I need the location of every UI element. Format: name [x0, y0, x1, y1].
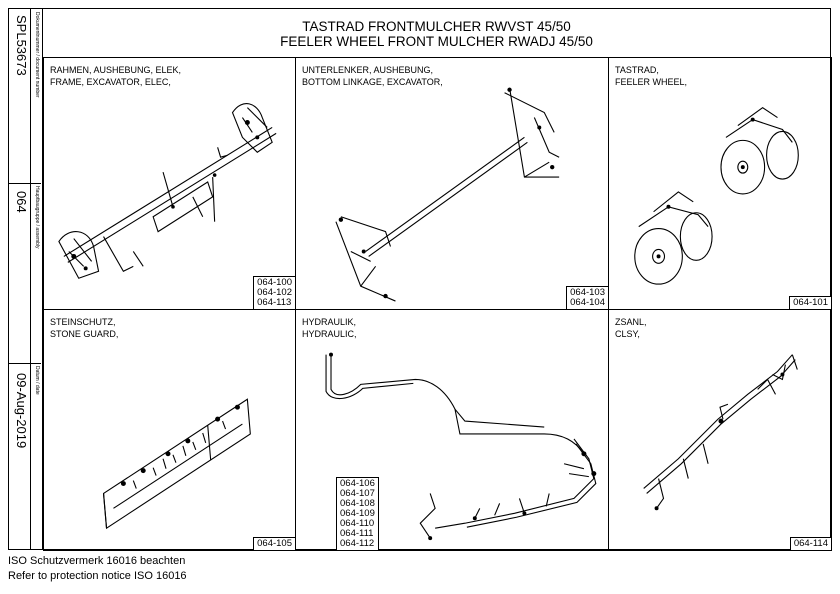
assembly-number: 064 — [14, 191, 29, 213]
cell-title-de: HYDRAULIK, — [302, 317, 357, 327]
part-number-box: 064-105 — [253, 537, 295, 550]
part-number-box: 064-100 064-102 064-113 — [253, 276, 295, 309]
part-number-box: 064-101 — [789, 296, 831, 309]
part-number[interactable]: 064-103 — [570, 287, 605, 298]
cell-title-en: BOTTOM LINKAGE, EXCAVATOR, — [302, 77, 443, 87]
date-value: 09-Aug-2019 — [14, 373, 29, 449]
date-section: Datum / date 09-Aug-2019 — [9, 363, 41, 549]
cell-stone-guard[interactable]: STEINSCHUTZ, STONE GUARD, 064-105 — [43, 309, 296, 551]
protection-notice-de: ISO Schutzvermerk 16016 beachten — [8, 555, 186, 567]
hydraulic-lines-drawing-icon — [325, 352, 597, 541]
cell-title-en: FRAME, EXCAVATOR, ELEC, — [50, 77, 171, 87]
main-drawing-area: TASTRAD FRONTMULCHER RWVST 45/50 FEELER … — [43, 9, 832, 551]
frame-excavator-drawing-icon — [58, 103, 277, 279]
assembly-section: Hauptbaugruppe / assembly 064 — [9, 183, 41, 363]
part-number[interactable]: 064-105 — [257, 538, 292, 549]
cell-frame[interactable]: RAHMEN, AUSHEBUNG, ELEK, FRAME, EXCAVATO… — [43, 57, 296, 310]
part-number[interactable]: 064-114 — [793, 538, 828, 549]
part-number[interactable]: 064-104 — [570, 297, 605, 308]
cell-bottom-linkage[interactable]: UNTERLENKER, AUSHEBUNG, BOTTOM LINKAGE, … — [295, 57, 609, 310]
part-number-box: 064-114 — [789, 537, 831, 550]
part-number[interactable]: 064-107 — [340, 488, 375, 499]
title-line-de: TASTRAD FRONTMULCHER RWVST 45/50 — [302, 19, 571, 34]
cell-title-de: TASTRAD, — [615, 65, 659, 75]
cell-title-de: ZSANL, — [615, 317, 647, 327]
drawing-frame: Dokumentnummer / document number SPL5367… — [8, 8, 832, 551]
assembly-label: Hauptbaugruppe / assembly — [34, 186, 40, 249]
part-number[interactable]: 064-111 — [340, 528, 374, 539]
protection-notice: ISO Schutzvermerk 16016 beachten Refer t… — [8, 554, 187, 584]
cell-title-en: HYDRAULIC, — [302, 329, 357, 339]
cell-title-en: STONE GUARD, — [50, 329, 119, 339]
clsy-wiring-drawing-icon — [643, 354, 798, 511]
document-number-label: Dokumentnummer / document number — [34, 12, 40, 98]
part-number[interactable]: 064-100 — [257, 277, 292, 288]
cell-feeler-wheel[interactable]: TASTRAD, FEELER WHEEL, 064-101 — [608, 57, 832, 310]
cell-title-de: RAHMEN, AUSHEBUNG, ELEK, — [50, 65, 182, 75]
part-number[interactable]: 064-109 — [340, 508, 375, 519]
title-block-sidebar: Dokumentnummer / document number SPL5367… — [9, 9, 43, 549]
part-number[interactable]: 064-113 — [257, 297, 292, 308]
part-number[interactable]: 064-112 — [340, 538, 375, 549]
document-number: SPL53673 — [14, 15, 29, 76]
title-line-en: FEELER WHEEL FRONT MULCHER RWADJ 45/50 — [280, 34, 593, 49]
cell-title-de: STEINSCHUTZ, — [50, 317, 116, 327]
part-number[interactable]: 064-101 — [793, 297, 828, 308]
part-number[interactable]: 064-106 — [340, 478, 375, 489]
document-number-section: Dokumentnummer / document number SPL5367… — [9, 9, 41, 183]
date-label: Datum / date — [34, 366, 40, 395]
part-number[interactable]: 064-110 — [340, 518, 375, 529]
stone-guard-drawing-icon — [102, 398, 251, 530]
part-number[interactable]: 064-102 — [257, 287, 292, 298]
cell-title-en: FEELER WHEEL, — [615, 77, 688, 87]
part-number-box: 064-103 064-104 — [566, 286, 608, 309]
bottom-linkage-drawing-icon — [335, 87, 560, 302]
page-title: TASTRAD FRONTMULCHER RWVST 45/50 FEELER … — [43, 19, 830, 49]
part-number[interactable]: 064-108 — [340, 498, 375, 509]
assembly-grid: RAHMEN, AUSHEBUNG, ELEK, FRAME, EXCAVATO… — [43, 57, 832, 551]
protection-notice-en: Refer to protection notice ISO 16016 — [8, 570, 187, 582]
cell-title-de: UNTERLENKER, AUSHEBUNG, — [302, 65, 434, 75]
cell-hydraulic[interactable]: HYDRAULIK, HYDRAULIC, 064-106 064-107 06… — [295, 309, 609, 551]
part-number-box: 064-106 064-107 064-108 064-109 064-110 … — [336, 477, 379, 550]
cell-title-en: CLSY, — [615, 329, 640, 339]
feeler-wheel-drawing-icon — [634, 107, 799, 285]
cell-clsy[interactable]: ZSANL, CLSY, 064-114 — [608, 309, 832, 551]
